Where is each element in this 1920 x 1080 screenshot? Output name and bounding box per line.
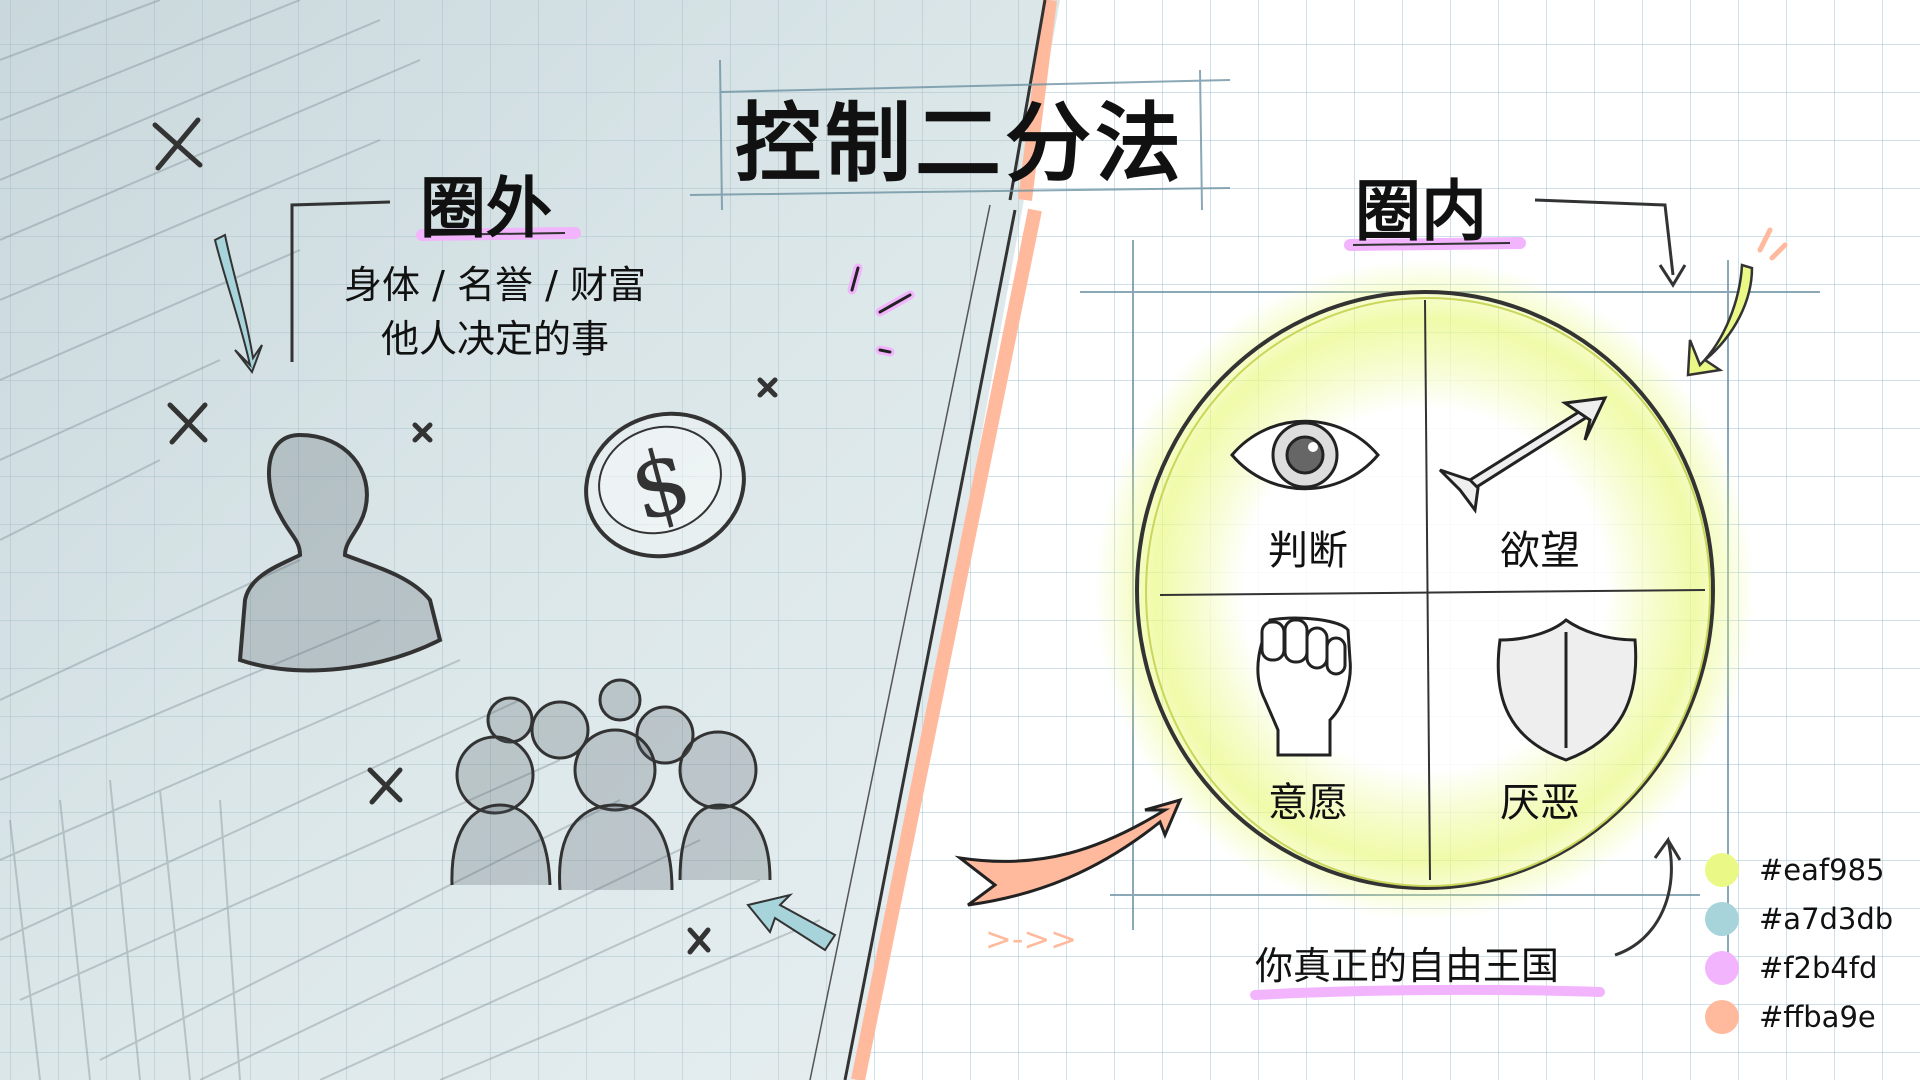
swatch-pink-icon [1705,950,1739,985]
quadrant-will-label: 意愿 [1268,780,1348,826]
outside-heading: 圈外 [420,170,552,247]
yellow-arrow-icon [1686,263,1754,377]
swatch-blue-icon [1705,901,1739,936]
dollar-coin-icon: $ [584,411,746,559]
swatch-yellow-icon [1705,852,1739,887]
outside-line-1: 身体 / 名誉 / 财富 [344,263,646,307]
shield-icon [1496,618,1638,762]
outside-line-2: 他人决定的事 [380,317,609,361]
freedom-kingdom-caption: 你真正的自由王国 [1255,944,1560,988]
outside-description: 身体 / 名誉 / 财富 他人决定的事 [325,258,665,366]
x-mark-icon [152,117,203,171]
fist-icon [1256,616,1352,757]
salmon-arrow-icon [954,797,1183,907]
legend-item: #eaf985 [1705,845,1893,894]
quadrant-aversion-label: 厌恶 [1500,780,1580,826]
legend-item: #ffba9e [1705,992,1893,1041]
color-palette-legend: #eaf985 #a7d3db #f2b4fd #ffba9e [1705,845,1893,1041]
small-arrow-icon [746,893,837,952]
inside-heading: 圈内 [1355,173,1487,250]
inner-circle [1135,290,1715,890]
arrow-icon [1438,396,1608,514]
legend-item: #f2b4fd [1705,943,1893,992]
quadrant-judgment-label: 判断 [1268,528,1348,574]
legend-item: #a7d3db [1705,894,1893,943]
swatch-salmon-icon [1705,999,1739,1034]
eye-icon [1230,419,1380,491]
dash-arrows: >->> [985,920,1077,958]
title-frame: 控制二分法 [700,75,1220,195]
down-arrow-icon [213,233,263,375]
person-silhouette-icon [237,432,443,673]
crowd-icon [450,678,772,891]
page-title: 控制二分法 [735,93,1185,194]
quadrant-desire-label: 欲望 [1500,528,1580,574]
